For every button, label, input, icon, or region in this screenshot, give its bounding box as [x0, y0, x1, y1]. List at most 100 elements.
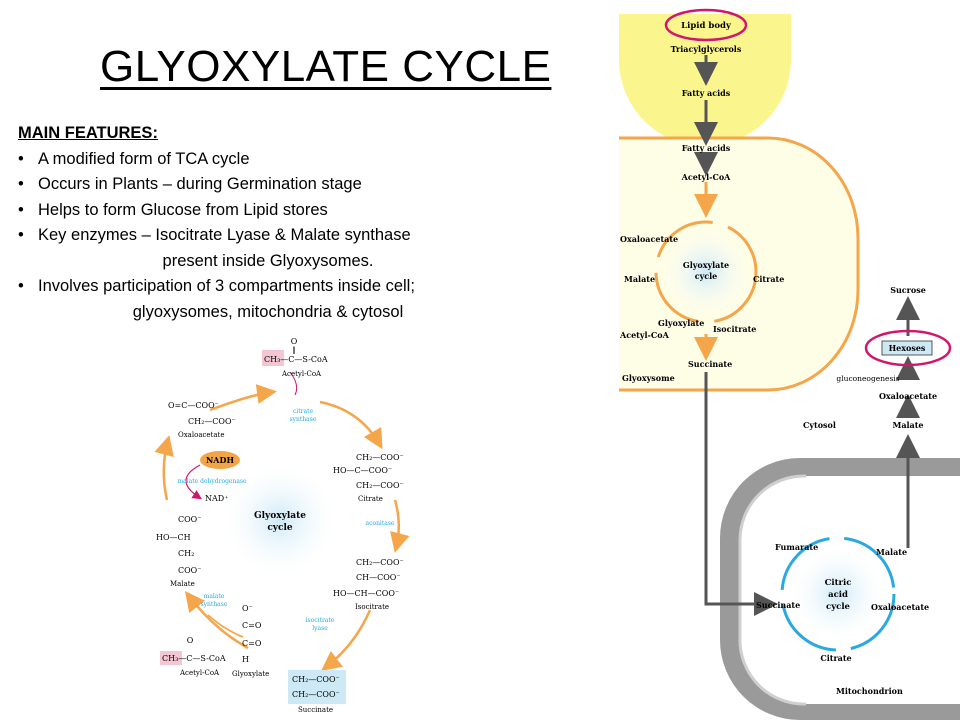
malate-label: Malate	[624, 274, 655, 284]
citric-cycle-glow	[788, 544, 888, 644]
feature-item: •Helps to form Glucose from Lipid stores	[18, 200, 328, 219]
carbonyl-oxygen: O	[187, 636, 194, 645]
malate-line: HO—CH	[156, 533, 191, 542]
feature-item: •Key enzymes – Isocitrate Lyase & Malate…	[18, 226, 411, 244]
oxaloacetate-name: Oxaloacetate	[178, 431, 225, 439]
enzyme-label: lyase	[312, 625, 328, 632]
citrate-line: CH₂—COO⁻	[356, 481, 404, 490]
acetyl-coa-label: Acetyl-CoA	[681, 172, 732, 182]
succinate-label: Succinate	[756, 600, 800, 610]
citric-cycle-ring	[780, 536, 896, 652]
enzyme-label: malate dehydrogenase	[177, 478, 247, 485]
feature-continuation: glyoxysomes, mitochondria & cytosol	[132, 302, 404, 321]
feature-continuation: present inside Glyoxysomes.	[162, 251, 374, 270]
cycle-arrow	[319, 400, 383, 450]
enzyme-label: isocitrate	[306, 617, 335, 624]
citric-cycle-label: Citric	[825, 578, 852, 588]
hexoses-label: Hexoses	[889, 343, 926, 353]
cycle-arrow	[209, 384, 277, 412]
mitochondrion-membrane	[738, 474, 807, 706]
features-heading: MAIN FEATURES:	[18, 124, 158, 142]
succinate-highlight	[288, 670, 346, 704]
enzyme-label: synthase	[290, 416, 317, 423]
cycle-arrow	[321, 609, 372, 672]
lipid-body-label: Lipid body	[681, 21, 732, 31]
feature-text: Helps to form Glucose from Lipid stores	[38, 200, 328, 219]
feature-text: Key enzymes – Isocitrate Lyase & Malate …	[38, 226, 411, 244]
cycle-arrow	[207, 614, 244, 638]
feature-text: A modified form of TCA cycle	[38, 149, 250, 168]
malate-line: COO⁻	[178, 566, 201, 575]
hexoses-box	[881, 340, 933, 356]
cycle-label: cycle	[695, 271, 718, 281]
glyoxylate-cycle-ring	[654, 220, 758, 324]
oxaloacetate-line: CH₂—COO⁻	[188, 417, 236, 426]
glyoxylate-name: Glyoxylate	[232, 670, 269, 678]
acetyl-coa-formula: CH₃—C—S-CoA	[162, 654, 226, 663]
citrate-line: CH₂—COO⁻	[356, 453, 404, 462]
enzyme-label: synthase	[201, 601, 228, 608]
citric-cycle-label: cycle	[826, 602, 851, 612]
lipid-body-highlight	[664, 8, 748, 42]
gluconeogenesis-label: gluconeogenesis	[836, 374, 899, 383]
feature-text: Involves participation of 3 compartments…	[38, 277, 415, 295]
cycle-center-label: cycle	[267, 523, 293, 533]
feature-item: •A modified form of TCA cycle	[18, 149, 250, 168]
glyoxylate-line: O⁻	[242, 604, 253, 613]
malate-label: Malate	[892, 420, 923, 430]
isocitrate-label: Isocitrate	[713, 324, 756, 334]
carbonyl-oxygen: O	[291, 337, 298, 346]
hexoses-highlight	[864, 329, 952, 367]
glyoxylate-line: C=O	[242, 639, 262, 648]
acetyl-coa-formula: CH₃—C—S-CoA	[264, 355, 328, 364]
enzyme-label: malate	[204, 593, 225, 600]
nadh-badge	[200, 451, 240, 469]
oxaloacetate-label: Oxaloacetate	[879, 391, 937, 401]
acetyl-coa-name: Acetyl-CoA	[179, 669, 220, 677]
succinate-label: Succinate	[688, 359, 732, 369]
isocitrate-line: CH₂—COO⁻	[356, 558, 404, 567]
succinate-line: CH₂—COO⁻	[292, 690, 340, 699]
succinate-name: Succinate	[298, 706, 333, 714]
glyoxylate-line: C=O	[242, 621, 262, 630]
cycle-arrow	[184, 591, 249, 650]
malate-name: Malate	[170, 580, 195, 588]
nadh-label: NADH	[206, 455, 234, 465]
oxaloacetate-line: O=C—COO⁻	[168, 401, 219, 410]
glyoxylate-label: Glyoxylate	[658, 318, 704, 328]
succinate-line: CH₂—COO⁻	[292, 675, 340, 684]
acetyl-coa-name: Acetyl-CoA	[281, 370, 322, 378]
citrate-label: Citrate	[820, 653, 851, 663]
malate-label: Malate	[876, 547, 907, 557]
cycle-arrow	[154, 435, 174, 501]
acetyl-coa-label: Acetyl-CoA	[619, 330, 670, 340]
cycle-arrow	[390, 499, 410, 553]
succinate-transport-arrow	[704, 372, 778, 616]
nad-arrow	[185, 464, 203, 500]
acetyl-highlight	[160, 651, 182, 665]
citrate-line: HO—C—COO⁻	[333, 466, 392, 475]
glyoxylate-line: H	[242, 655, 249, 664]
isocitrate-line: CH—COO⁻	[356, 573, 401, 582]
citrate-name: Citrate	[358, 495, 383, 503]
page-title: GLYOXYLATE CYCLE	[100, 42, 552, 91]
mitochondrion-label: Mitochondrion	[836, 686, 903, 696]
coa-arrow	[289, 371, 298, 396]
malate-line: COO⁻	[178, 515, 201, 524]
enzyme-label: citrate	[293, 408, 314, 415]
fumarate-label: Fumarate	[775, 542, 818, 552]
cytosol-label: Cytosol	[803, 420, 836, 430]
fatty-acids-label: Fatty acids	[682, 88, 731, 98]
oxaloacetate-label: Oxaloacetate	[620, 234, 678, 244]
glyoxylate-cycle-glow	[662, 228, 750, 316]
feature-item: •Involves participation of 3 compartment…	[18, 277, 415, 295]
double-bond: ‖	[292, 346, 296, 354]
isocitrate-name: Isocitrate	[355, 603, 389, 611]
fatty-acids-label: Fatty acids	[682, 143, 731, 153]
nad-label: NAD⁺	[205, 494, 228, 503]
glyoxysome-label: Glyoxysome	[622, 373, 675, 383]
cycle-center-glow	[220, 460, 340, 580]
features-list: MAIN FEATURES: •A modified form of TCA c…	[18, 121, 518, 325]
